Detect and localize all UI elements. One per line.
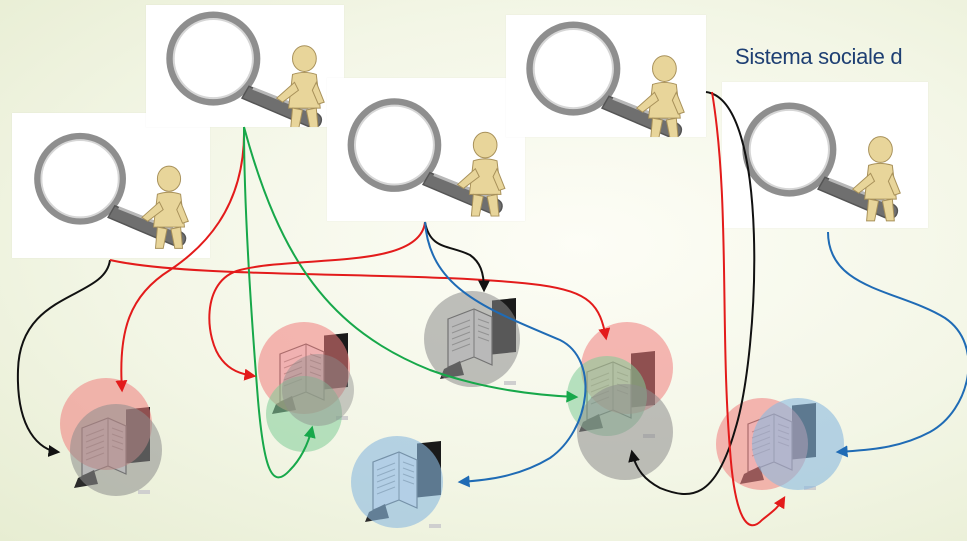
blue-highlight-circle <box>351 436 443 528</box>
magnifying-glass-person-icon <box>12 113 210 258</box>
document-3 <box>420 285 540 405</box>
observer-card-4 <box>506 15 706 137</box>
gray-highlight-circle <box>577 384 673 480</box>
magnifying-glass-person-icon <box>327 78 525 221</box>
gray-highlight-circle <box>424 291 520 387</box>
slide-title: Sistema sociale d <box>735 44 903 69</box>
magnifying-glass-person-icon <box>506 15 706 137</box>
arrow-black <box>424 221 490 293</box>
document-4 <box>345 428 465 538</box>
document-5 <box>555 320 695 480</box>
blue-highlight-circle <box>752 398 844 490</box>
observer-card-5 <box>722 82 928 228</box>
observer-card-3 <box>327 78 525 221</box>
observer-card-2 <box>146 5 344 127</box>
gray-highlight-circle <box>70 404 162 496</box>
magnifying-glass-person-icon <box>722 82 928 228</box>
document-1 <box>50 370 170 510</box>
observer-card-1 <box>12 113 210 258</box>
gray-highlight-circle <box>282 354 354 426</box>
magnifying-glass-person-icon <box>146 5 344 127</box>
document-6 <box>712 392 852 512</box>
